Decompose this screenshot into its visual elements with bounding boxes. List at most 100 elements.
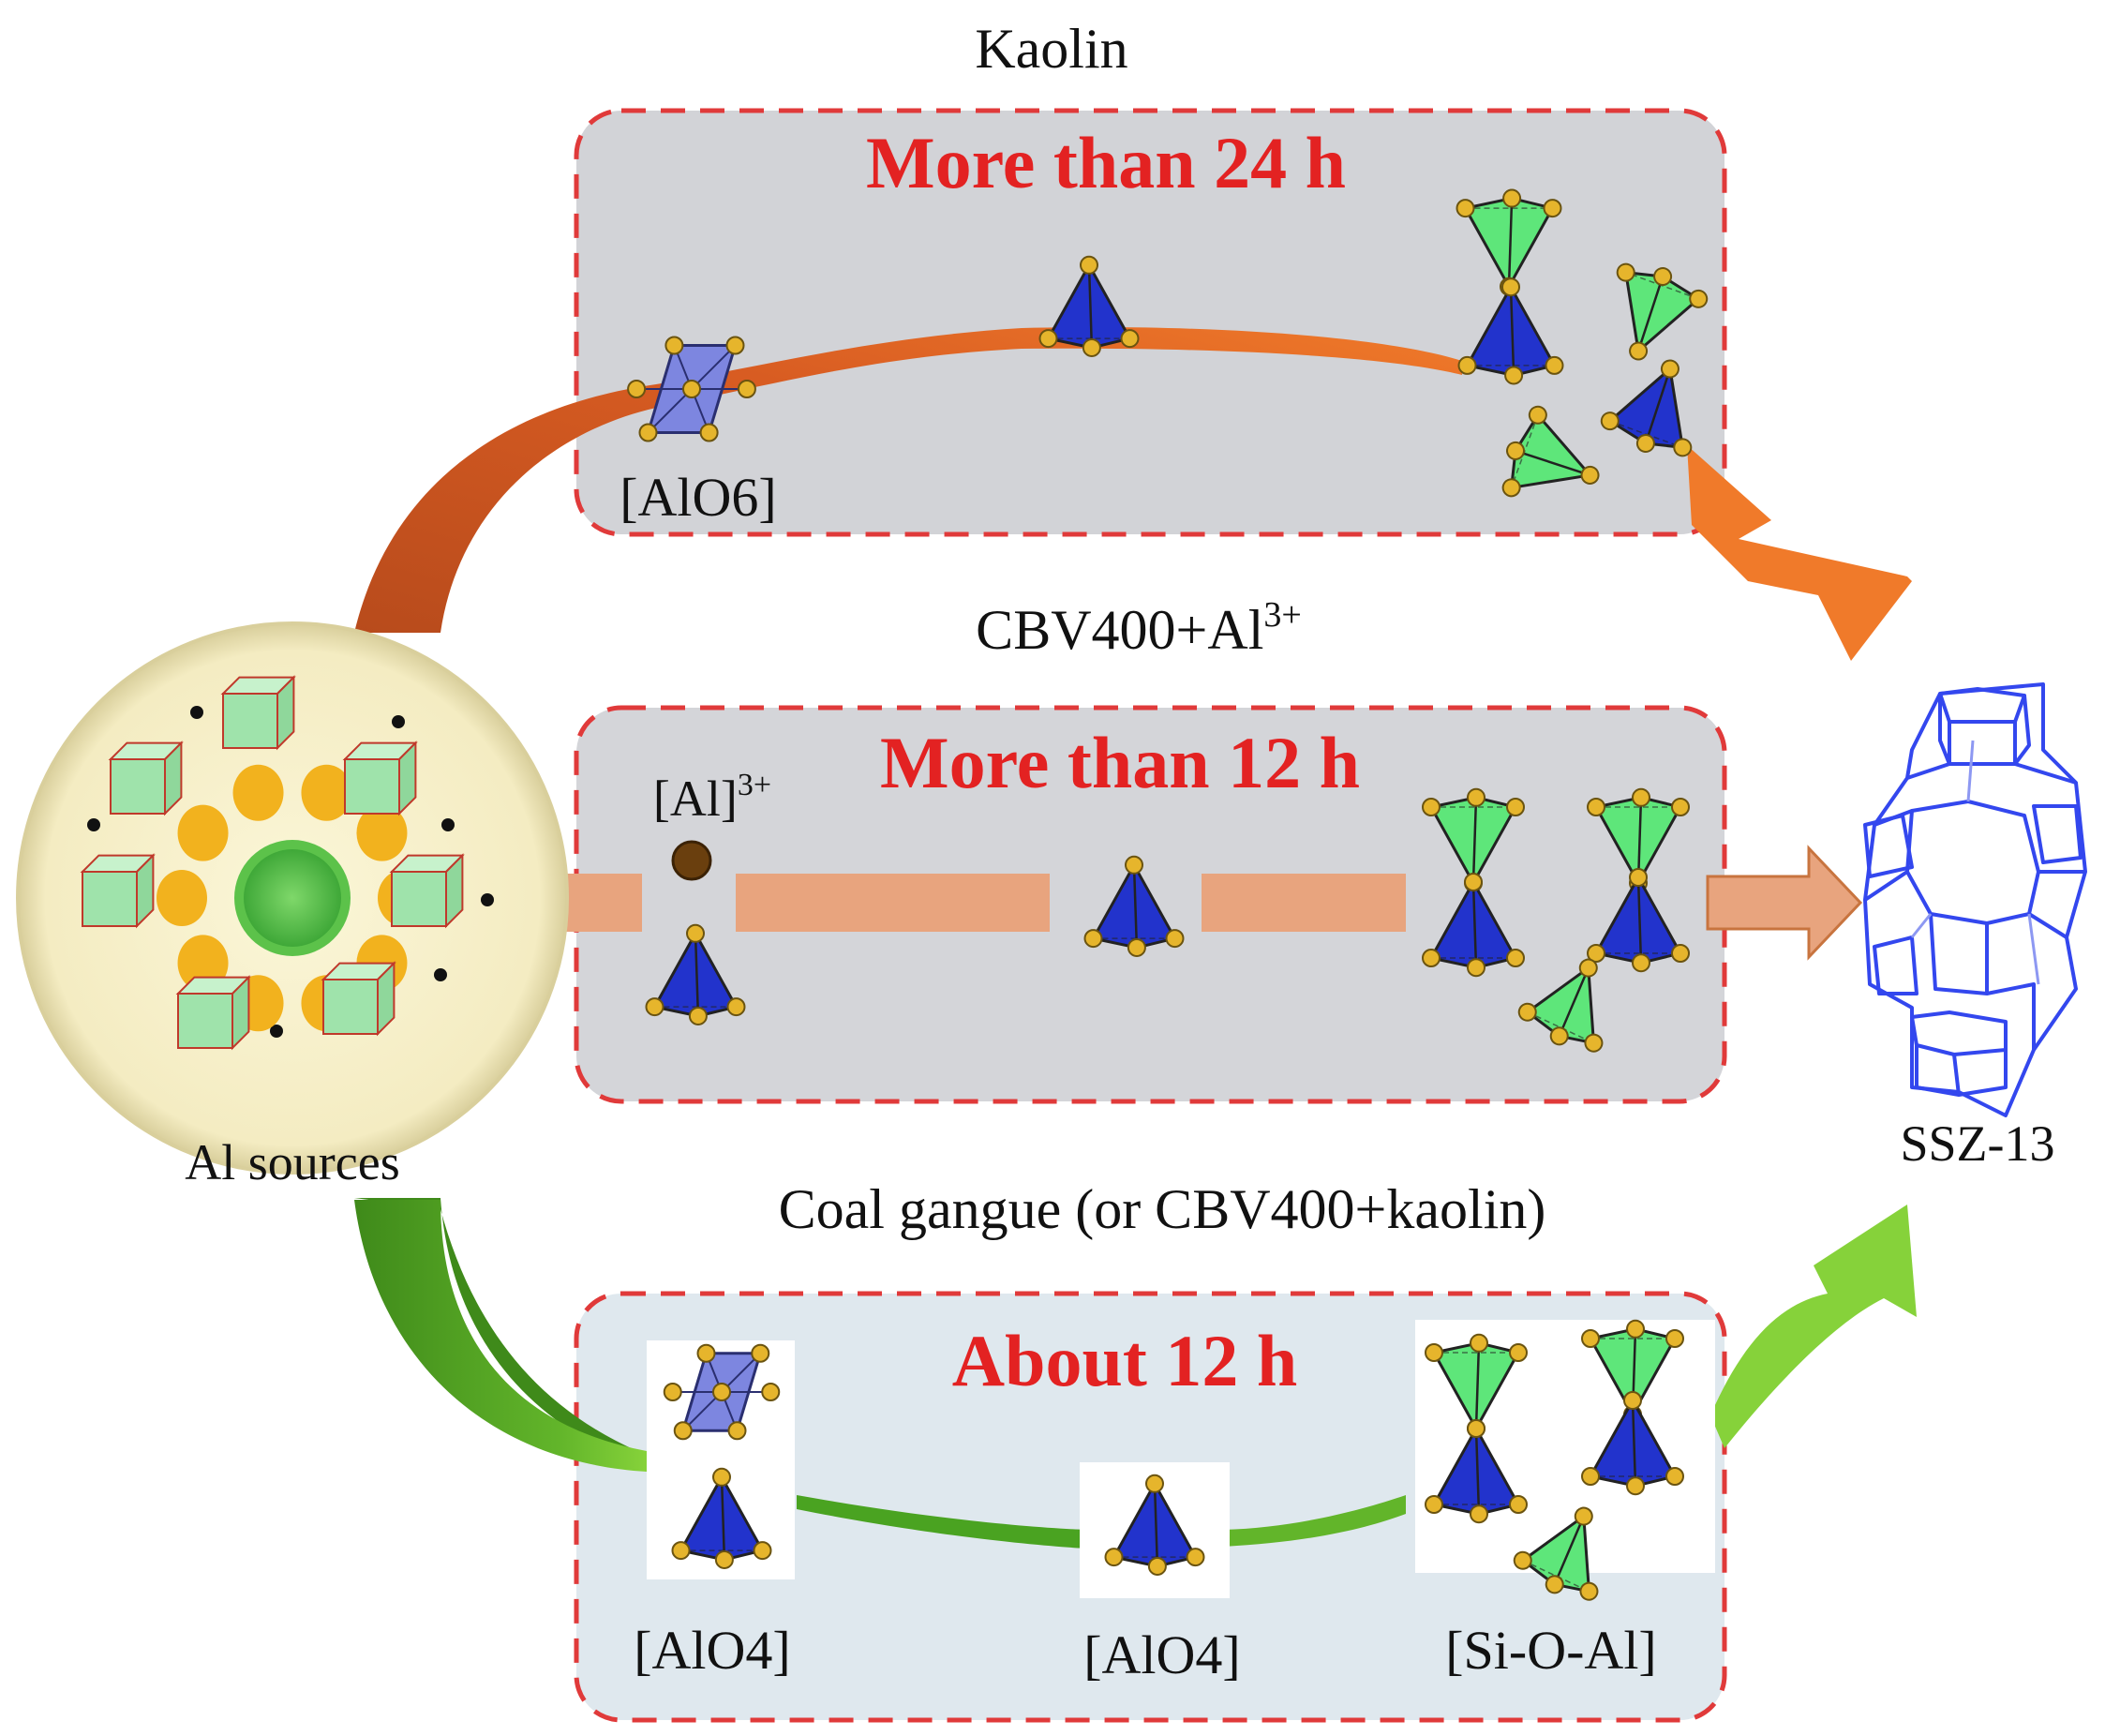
oxygen-vertex (696, 1343, 716, 1363)
oxygen-vertex (1626, 1476, 1645, 1496)
al-sources-illustration (16, 621, 569, 1175)
alo4-tetrahedron (1083, 855, 1185, 957)
oxygen-vertex (1186, 1548, 1205, 1567)
oxygen-vertex (1467, 1419, 1485, 1438)
oxygen-vertex (726, 997, 746, 1017)
oxygen-vertex (673, 1421, 693, 1441)
alo6-octahedron (663, 1343, 781, 1441)
zeolite-seed-cube (389, 853, 465, 929)
alo4-tetrahedron (1038, 255, 1140, 357)
oxygen-vertex (1506, 441, 1526, 460)
middle-ion-label: [Al]3+ (653, 768, 771, 827)
oxygen-vertex (761, 1383, 781, 1401)
particle-dot (190, 706, 203, 719)
alo4-tetrahedron (645, 923, 746, 1025)
oxygen-vertex (1635, 433, 1655, 453)
bottom-species-label-2: [AlO4] (1083, 1624, 1241, 1685)
oxygen-vertex (1629, 868, 1648, 887)
oxygen-vertex (1080, 255, 1098, 275)
oxygen-vertex (727, 1421, 747, 1441)
particle-dot (434, 968, 447, 981)
oxygen-vertex (1425, 1343, 1443, 1362)
oxygen-vertex (1629, 341, 1649, 361)
oxygen-vertex (1579, 1581, 1599, 1601)
oxygen-vertex (1504, 366, 1524, 385)
oxygen-vertex (1543, 199, 1562, 218)
sio4-tetrahedron (1616, 262, 1709, 361)
oxygen-vertex (1422, 798, 1441, 816)
zeolite-seed-cube (342, 741, 418, 816)
oxygen-vertex (1501, 478, 1521, 498)
alo4-tetrahedron (1104, 1474, 1205, 1576)
oxygen-vertex (638, 423, 658, 442)
oxygen-vertex (1120, 329, 1140, 349)
bottom-species-label-3: [Si-O-Al] (1445, 1620, 1657, 1681)
particle-dot (87, 818, 100, 831)
bottom-route-arrow (354, 1198, 1917, 1549)
sio4-tetrahedron (1501, 405, 1600, 498)
oxygen-vertex (671, 1541, 691, 1561)
oxygen-vertex (1587, 944, 1605, 963)
start-label: Al sources (185, 1134, 399, 1190)
oxygen-vertex (753, 1541, 772, 1561)
oxygen-vertex (1665, 1329, 1684, 1348)
oxygen-vertex (1467, 958, 1485, 978)
oxygen-vertex (712, 1467, 731, 1487)
oxygen-vertex (1501, 277, 1520, 297)
oxygen-vertex (1422, 949, 1441, 967)
oxygen-vertex (1600, 412, 1620, 431)
oxygen-vertex (1673, 438, 1693, 457)
spiky-core (234, 840, 351, 956)
oxygen-vertex (1616, 262, 1635, 282)
top-route-box (574, 108, 1727, 537)
oxygen-vertex (1470, 1333, 1488, 1353)
oxygen-vertex (1549, 1026, 1569, 1046)
precursor-particle (356, 804, 408, 861)
oxygen-vertex (1083, 929, 1103, 949)
oxygen-vertex (1671, 944, 1690, 963)
particle-dot (392, 715, 405, 728)
oxygen-vertex (1578, 958, 1598, 978)
oxygen-vertex (1581, 1329, 1600, 1348)
particle-dot (481, 893, 494, 906)
oxygen-vertex (688, 1006, 708, 1025)
oxygen-vertex (725, 336, 745, 355)
oxygen-vertex (1528, 405, 1547, 425)
oxygen-vertex (1470, 1504, 1488, 1524)
oxygen-vertex (1671, 798, 1690, 816)
bottom-source-label: Coal gangue (or CBV400+kaolin) (779, 1178, 1546, 1240)
sio4-tetrahedron (1517, 958, 1604, 1053)
oxygen-vertex (1574, 1506, 1593, 1526)
alo4-tetrahedron (1587, 868, 1690, 973)
alo4-tetrahedron (1425, 1419, 1528, 1524)
oxygen-vertex (1626, 1319, 1645, 1339)
oxygen-vertex (1660, 359, 1680, 379)
particle-dot (441, 818, 455, 831)
oxygen-vertex (1581, 1467, 1600, 1486)
oxygen-vertex (1147, 1556, 1167, 1576)
precursor-particle (177, 804, 229, 861)
oxygen-vertex (1587, 798, 1605, 816)
oxygen-vertex (712, 1383, 731, 1401)
oxygen-vertex (1464, 873, 1483, 891)
alo4-tetrahedron (1422, 873, 1525, 978)
oxygen-vertex (664, 336, 684, 355)
alo4-tetrahedron (671, 1467, 772, 1569)
alo4-tetrahedron (1457, 277, 1564, 385)
alo4-tetrahedron (1600, 359, 1693, 457)
oxygen-vertex (645, 997, 664, 1017)
oxygen-vertex (686, 923, 705, 943)
oxygen-vertex (1456, 199, 1475, 218)
top-species-label: [AlO6] (620, 467, 777, 528)
oxygen-vertex (1632, 953, 1650, 973)
zeolite-seed-cube (321, 961, 396, 1037)
oxygen-vertex (1509, 1495, 1528, 1514)
ssz13-cage-structure (1863, 682, 2087, 1117)
oxygen-vertex (1580, 465, 1600, 485)
oxygen-vertex (751, 1343, 770, 1363)
zeolite-seed-cube (220, 675, 296, 751)
oxygen-vertex (1653, 267, 1673, 287)
oxygen-vertex (1665, 1467, 1684, 1486)
oxygen-vertex (1545, 355, 1564, 375)
